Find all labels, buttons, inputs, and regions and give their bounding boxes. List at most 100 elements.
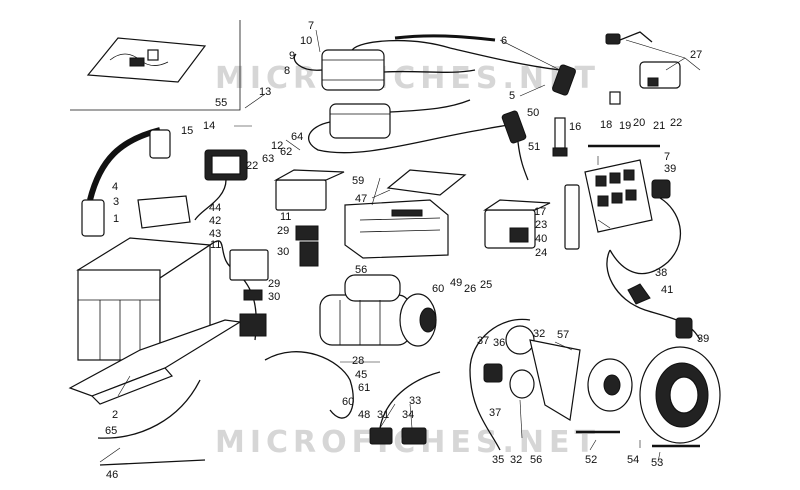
callout-39-lower: 39: [697, 333, 709, 345]
callout-9: 9: [289, 50, 295, 62]
callout-30-lower: 30: [268, 291, 280, 303]
callout-45: 45: [355, 369, 367, 381]
callout-7: 7: [308, 20, 314, 32]
callout-20: 20: [633, 117, 645, 129]
connector-39-bottom: [675, 317, 693, 339]
starter-motor: [319, 274, 437, 347]
callout-60-lower: 60: [342, 396, 354, 408]
callout-8: 8: [284, 65, 290, 77]
callout-37-lower: 37: [489, 407, 501, 419]
callout-61: 61: [358, 382, 370, 394]
callout-43: 43: [209, 228, 221, 240]
watermark-top: MICROFICHES.NET: [215, 61, 600, 96]
relay-upper: [273, 169, 345, 267]
callout-21: 21: [653, 120, 665, 132]
callout-40: 40: [535, 233, 547, 245]
callout-53: 53: [651, 457, 663, 469]
callout-17: 17: [534, 206, 546, 218]
ignition-coil-lower: [307, 99, 529, 181]
callout-16: 16: [569, 121, 581, 133]
callout-19: 19: [619, 120, 631, 132]
callout-30-upper: 30: [277, 246, 289, 258]
callout-31: 31: [377, 409, 389, 421]
grommet-41: [627, 283, 651, 305]
callout-6: 6: [501, 35, 507, 47]
callout-11-lower: 11: [210, 239, 221, 251]
callout-15: 15: [181, 125, 193, 137]
callout-56-upper: 56: [355, 264, 367, 276]
fuse-box: [564, 159, 653, 250]
callout-41: 41: [661, 284, 673, 296]
ignition-coil-upper: [293, 39, 576, 96]
callout-27: 27: [690, 49, 702, 61]
callout-labels: 1 2 3 4 5 6 7 8 9 10 11 11 12 13 14 15 1…: [105, 20, 709, 481]
callout-5: 5: [509, 90, 515, 102]
gasket-59: [386, 169, 467, 196]
callout-49: 49: [450, 277, 462, 289]
callout-26: 26: [464, 283, 476, 295]
battery-pad: [137, 195, 191, 229]
leader-lines: [99, 29, 701, 463]
callout-10: 10: [300, 35, 312, 47]
callout-50: 50: [527, 107, 539, 119]
callout-42: 42: [209, 215, 221, 227]
pickup-assembly: [469, 318, 531, 451]
callout-54: 54: [627, 454, 639, 466]
callout-1: 1: [113, 213, 119, 225]
callout-3: 3: [113, 196, 119, 208]
callout-14: 14: [203, 120, 215, 132]
callout-63: 63: [262, 153, 274, 165]
callout-35: 35: [492, 454, 504, 466]
callout-28: 28: [352, 355, 364, 367]
callout-32-upper: 32: [533, 328, 545, 340]
callout-34: 34: [402, 409, 414, 421]
callout-57: 57: [557, 329, 569, 341]
connector-31: [369, 427, 393, 445]
electronic-unit-cover: [344, 199, 449, 259]
callout-64: 64: [291, 131, 303, 143]
callout-29-upper: 29: [277, 225, 289, 237]
callout-11-upper: 11: [280, 211, 291, 223]
callout-4: 4: [112, 181, 118, 193]
spark-plug: [552, 117, 568, 157]
callout-13: 13: [259, 86, 271, 98]
callout-52: 52: [585, 454, 597, 466]
callout-12: 12: [271, 140, 283, 152]
battery-cable-65: [97, 379, 201, 439]
connector-39-top: [651, 179, 671, 199]
callout-39-upper: 39: [664, 163, 676, 175]
callout-51: 51: [528, 141, 540, 153]
callout-62: 62: [280, 146, 292, 158]
earth-cable-28: [264, 351, 354, 419]
callout-7-right: 7: [664, 151, 670, 163]
callout-60-upper: 60: [432, 283, 444, 295]
regulator: [194, 149, 248, 221]
connector-34: [401, 427, 427, 445]
callout-56-lower: 56: [530, 454, 542, 466]
callout-22-right: 22: [670, 117, 682, 129]
callout-18: 18: [600, 119, 612, 131]
callout-44: 44: [209, 202, 221, 214]
callout-24: 24: [535, 247, 547, 259]
callout-32-lower: 32: [510, 454, 522, 466]
callout-38: 38: [655, 267, 667, 279]
callout-55: 55: [215, 97, 227, 109]
ht-lead-6: [394, 34, 496, 42]
alternator-assembly: [505, 325, 721, 444]
callout-65: 65: [105, 425, 117, 437]
cable-tie-46: [99, 459, 206, 466]
callout-59: 59: [352, 175, 364, 187]
callout-36: 36: [493, 337, 505, 349]
callout-29-lower: 29: [268, 278, 280, 290]
callout-23: 23: [535, 219, 547, 231]
battery-strap: [81, 127, 171, 237]
callout-37-upper: 37: [477, 335, 489, 347]
callout-33: 33: [409, 395, 421, 407]
callout-22-left: 22: [246, 160, 258, 172]
callout-25: 25: [480, 279, 492, 291]
callout-48: 48: [358, 409, 370, 421]
ignition-switch: [605, 31, 681, 105]
relay-lower: [229, 249, 269, 337]
